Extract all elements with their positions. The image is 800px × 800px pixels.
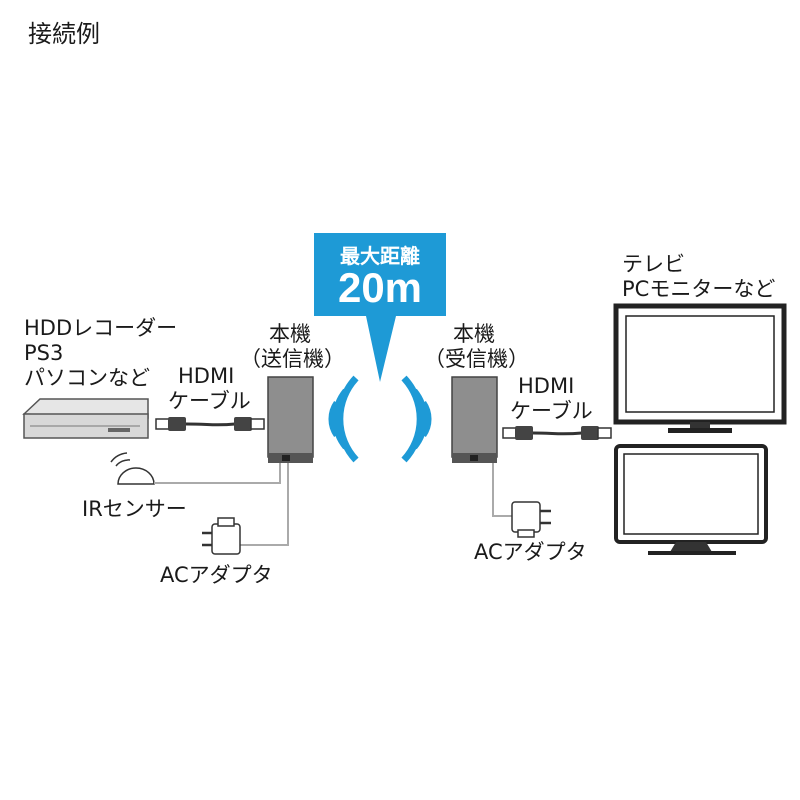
ir-sensor-wire	[154, 463, 281, 484]
adapter-left-wire	[240, 463, 289, 546]
hdd-recorder-icon	[22, 398, 149, 439]
receiver-label-line1: 本機	[453, 322, 495, 346]
callout-label: 最大距離	[340, 244, 420, 268]
tv-monitor-top-icon	[613, 303, 787, 433]
hdmi-cable-left-icon	[155, 417, 265, 431]
transmitter-device-icon	[267, 376, 314, 463]
display-label-line2: PCモニターなど	[622, 277, 776, 301]
hdmi-cable-right-icon	[502, 426, 612, 440]
source-label-line3: パソコンなど	[24, 366, 150, 390]
adapter-right-label: ACアダプタ	[474, 540, 587, 564]
wireless-wave-right-icon	[401, 375, 432, 463]
adapter-right-wire	[492, 463, 513, 517]
tv-monitor-bottom-icon	[614, 444, 768, 555]
ac-adapter-right-icon	[511, 501, 551, 538]
wireless-wave-left-icon	[328, 375, 359, 463]
ir-sensor-label: IRセンサー	[82, 497, 187, 521]
cable-left-label-line2: ケーブル	[168, 389, 251, 413]
receiver-label-line2: （受信機）	[424, 347, 529, 371]
page-title: 接続例	[28, 20, 100, 48]
source-label-line2: PS3	[24, 341, 64, 365]
distance-callout-bubble	[314, 233, 446, 382]
source-label-line1: HDDレコーダー	[24, 316, 178, 340]
callout-distance: 20m	[337, 264, 423, 311]
ac-adapter-left-icon	[202, 517, 241, 555]
cable-right-label-line2: ケーブル	[510, 399, 593, 423]
receiver-device-icon	[451, 376, 498, 463]
transmitter-label-line2: （送信機）	[240, 347, 345, 371]
display-label-line1: テレビ	[622, 252, 685, 276]
ir-sensor-icon	[110, 452, 155, 485]
adapter-left-label: ACアダプタ	[160, 563, 273, 587]
cable-left-label-line1: HDMI	[178, 364, 235, 388]
cable-right-label-line1: HDMI	[518, 374, 575, 398]
transmitter-label-line1: 本機	[269, 322, 311, 346]
